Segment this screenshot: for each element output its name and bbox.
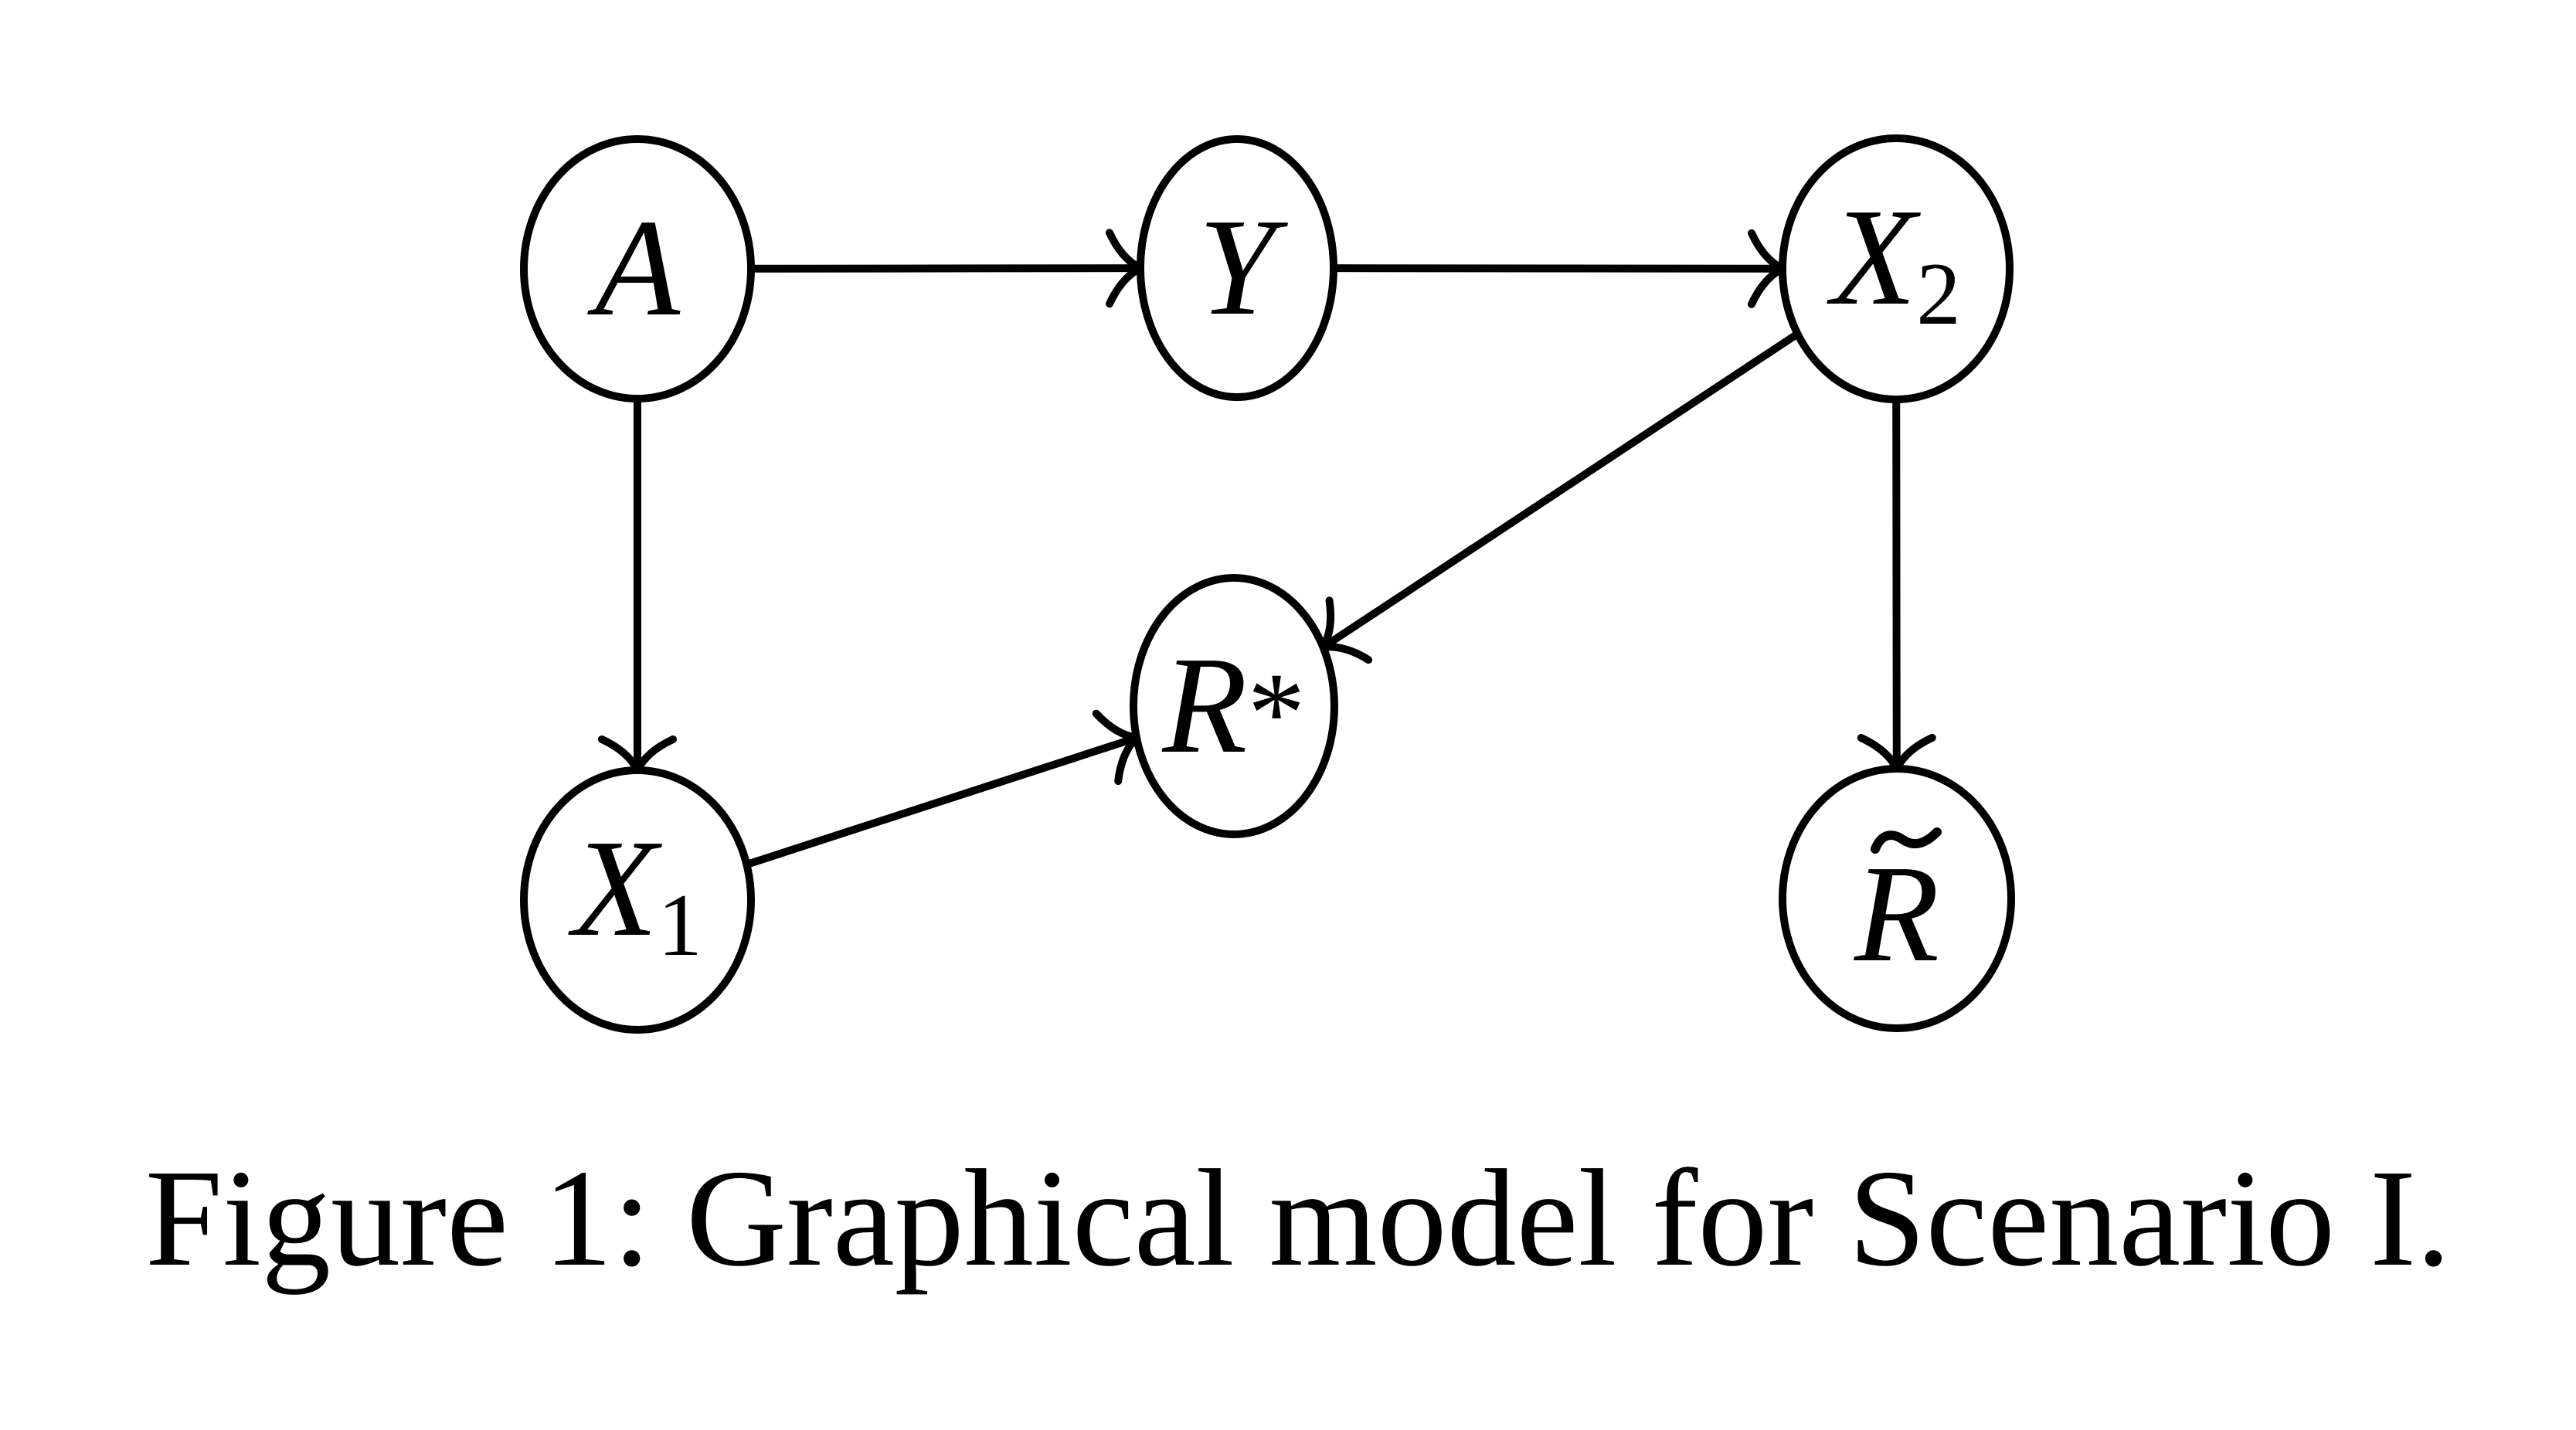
node-ellipse (1779, 765, 2015, 1032)
edge-line (750, 264, 1141, 273)
edge-X2-Rtilde (1857, 399, 1936, 773)
edge-X1-Rstar (745, 709, 1141, 868)
node-ellipse (1779, 134, 2014, 403)
edge-X2-Rstar (1319, 331, 1800, 664)
node-X2: X2 (1779, 134, 2014, 403)
edge-line (1320, 331, 1800, 650)
node-label: Y (1198, 190, 1289, 344)
node-A: A (520, 135, 755, 403)
node-ellipse (520, 135, 755, 403)
node-label: R* (1162, 628, 1306, 782)
edge-line (745, 734, 1138, 868)
tilde-accent (1871, 827, 1942, 854)
node-label: R (1854, 837, 1939, 990)
edge-A-Y (750, 229, 1144, 308)
node-ellipse (1137, 135, 1337, 401)
node-X1: X1 (520, 766, 755, 1034)
edge-line (1892, 399, 1901, 769)
edge-A-X1 (598, 399, 677, 774)
node-label: X2 (1827, 180, 1960, 343)
edges-layer (598, 229, 1936, 868)
edge-Y-X2 (1333, 229, 1786, 308)
node-Rstar: R* (1130, 574, 1338, 838)
node-ellipse (1130, 574, 1338, 838)
node-Y: Y (1137, 135, 1337, 401)
node-label: X1 (568, 811, 702, 974)
node-Rtilde: R (1779, 765, 2015, 1032)
node-label: A (587, 191, 681, 345)
edge-line (1333, 264, 1783, 273)
figure-caption: Figure 1: Graphical model for Scenario I… (145, 1141, 2451, 1295)
node-ellipse (520, 766, 755, 1034)
